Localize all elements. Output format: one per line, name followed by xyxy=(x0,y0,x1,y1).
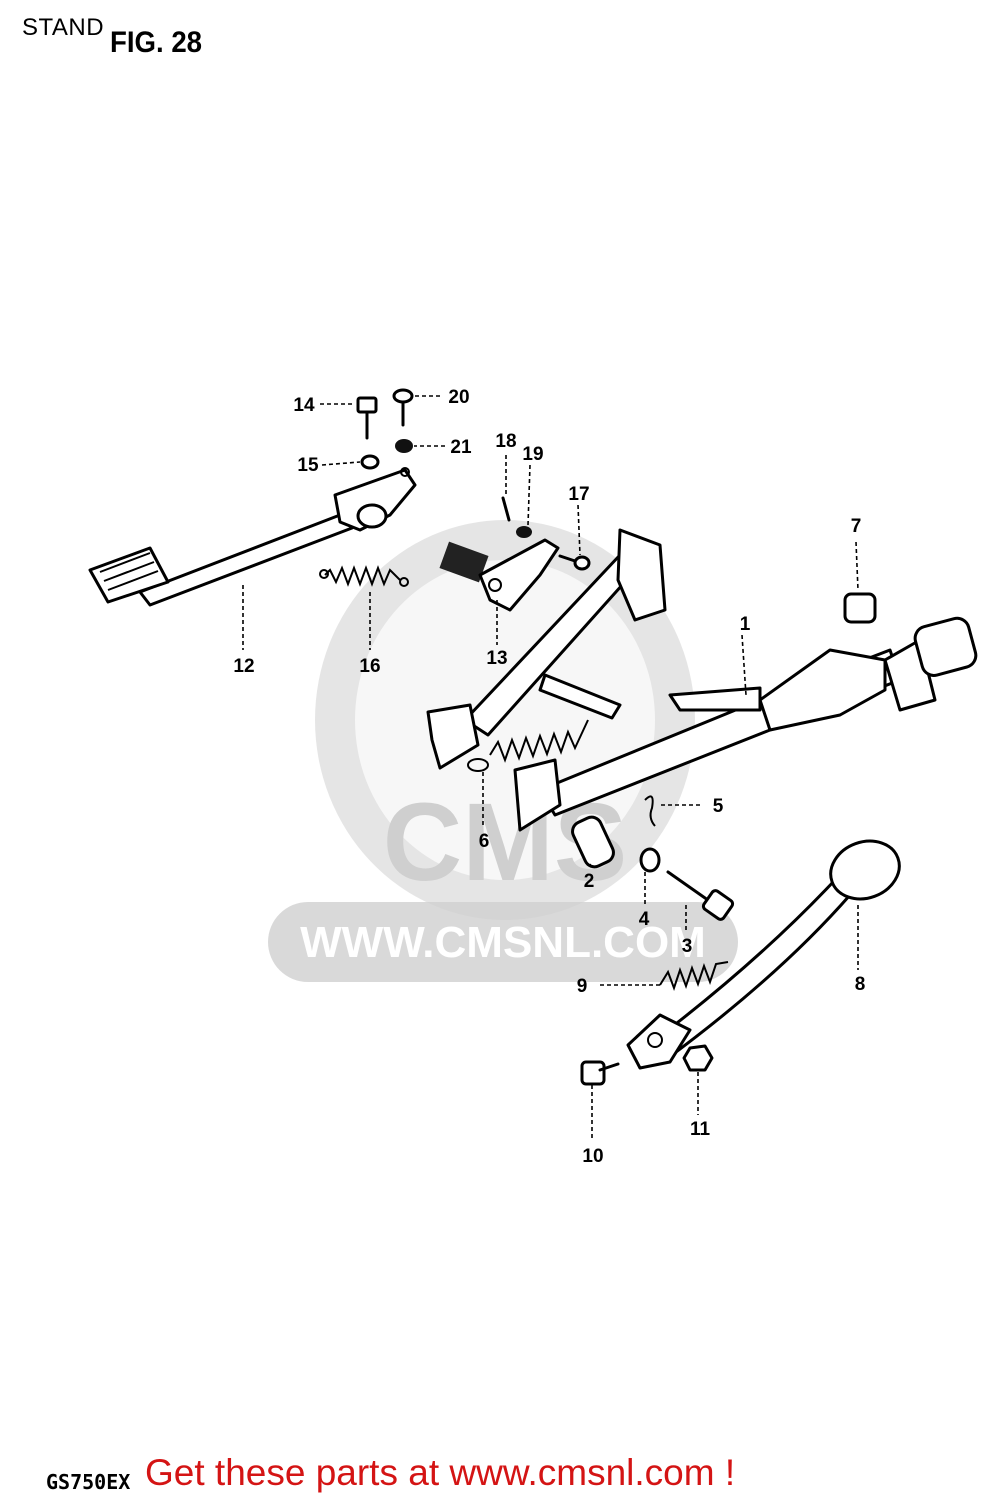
nut-11 xyxy=(682,1044,714,1072)
cms-watermark: CMS WWW.CMSNL.COM xyxy=(268,520,738,982)
callout-7: 7 xyxy=(851,516,862,537)
callout-10: 10 xyxy=(582,1146,603,1167)
callout-21: 21 xyxy=(450,437,472,458)
callout-3: 3 xyxy=(682,936,693,957)
nut-21 xyxy=(395,439,413,453)
side-stand-8 xyxy=(626,839,901,1070)
callout-12: 12 xyxy=(233,656,254,677)
spring-6 xyxy=(467,719,589,772)
get-parts-link[interactable]: Get these parts at www.cmsnl.com ! xyxy=(145,1452,736,1493)
bolt-3 xyxy=(666,870,735,921)
section-title: STAND xyxy=(22,14,105,41)
figure-label: FIG. 28 xyxy=(110,26,203,59)
callout-4: 4 xyxy=(639,909,650,930)
callout-16: 16 xyxy=(359,656,380,677)
spring-9 xyxy=(659,961,729,991)
callout-20: 20 xyxy=(448,387,469,408)
center-stand-1 xyxy=(426,528,978,832)
callout-2: 2 xyxy=(584,871,595,892)
bolt-10 xyxy=(580,1060,620,1086)
bolt-20 xyxy=(392,388,414,427)
callout-labels: 1 2 3 4 5 6 7 8 9 10 11 12 13 14 15 16 1… xyxy=(233,387,865,1167)
callout-13: 13 xyxy=(486,648,507,669)
callout-15: 15 xyxy=(297,455,319,476)
callout-17: 17 xyxy=(568,484,589,505)
callout-9: 9 xyxy=(577,976,588,997)
callout-5: 5 xyxy=(713,796,724,817)
callout-8: 8 xyxy=(855,974,866,995)
watermark-url: WWW.CMSNL.COM xyxy=(300,918,706,967)
bushing-2 xyxy=(571,815,615,869)
callout-1: 1 xyxy=(740,614,751,635)
callout-19: 19 xyxy=(522,444,543,465)
spring-16 xyxy=(319,565,409,587)
callout-11: 11 xyxy=(690,1119,711,1140)
nut-15 xyxy=(360,454,380,470)
callout-18: 18 xyxy=(495,431,516,452)
brake-pedal xyxy=(88,467,417,607)
bolt-17 xyxy=(558,554,591,571)
bolt-14 xyxy=(356,396,378,440)
clip-5 xyxy=(644,795,656,827)
stand-arm-13 xyxy=(439,538,560,612)
pin-18 xyxy=(501,496,511,522)
stopper-7 xyxy=(843,592,877,624)
leader-lines xyxy=(242,395,859,1140)
washer-19 xyxy=(516,526,532,538)
callout-6: 6 xyxy=(479,831,490,852)
callout-14: 14 xyxy=(293,395,315,416)
washer-4 xyxy=(639,847,661,873)
model-code: GS750EX xyxy=(46,1470,131,1494)
